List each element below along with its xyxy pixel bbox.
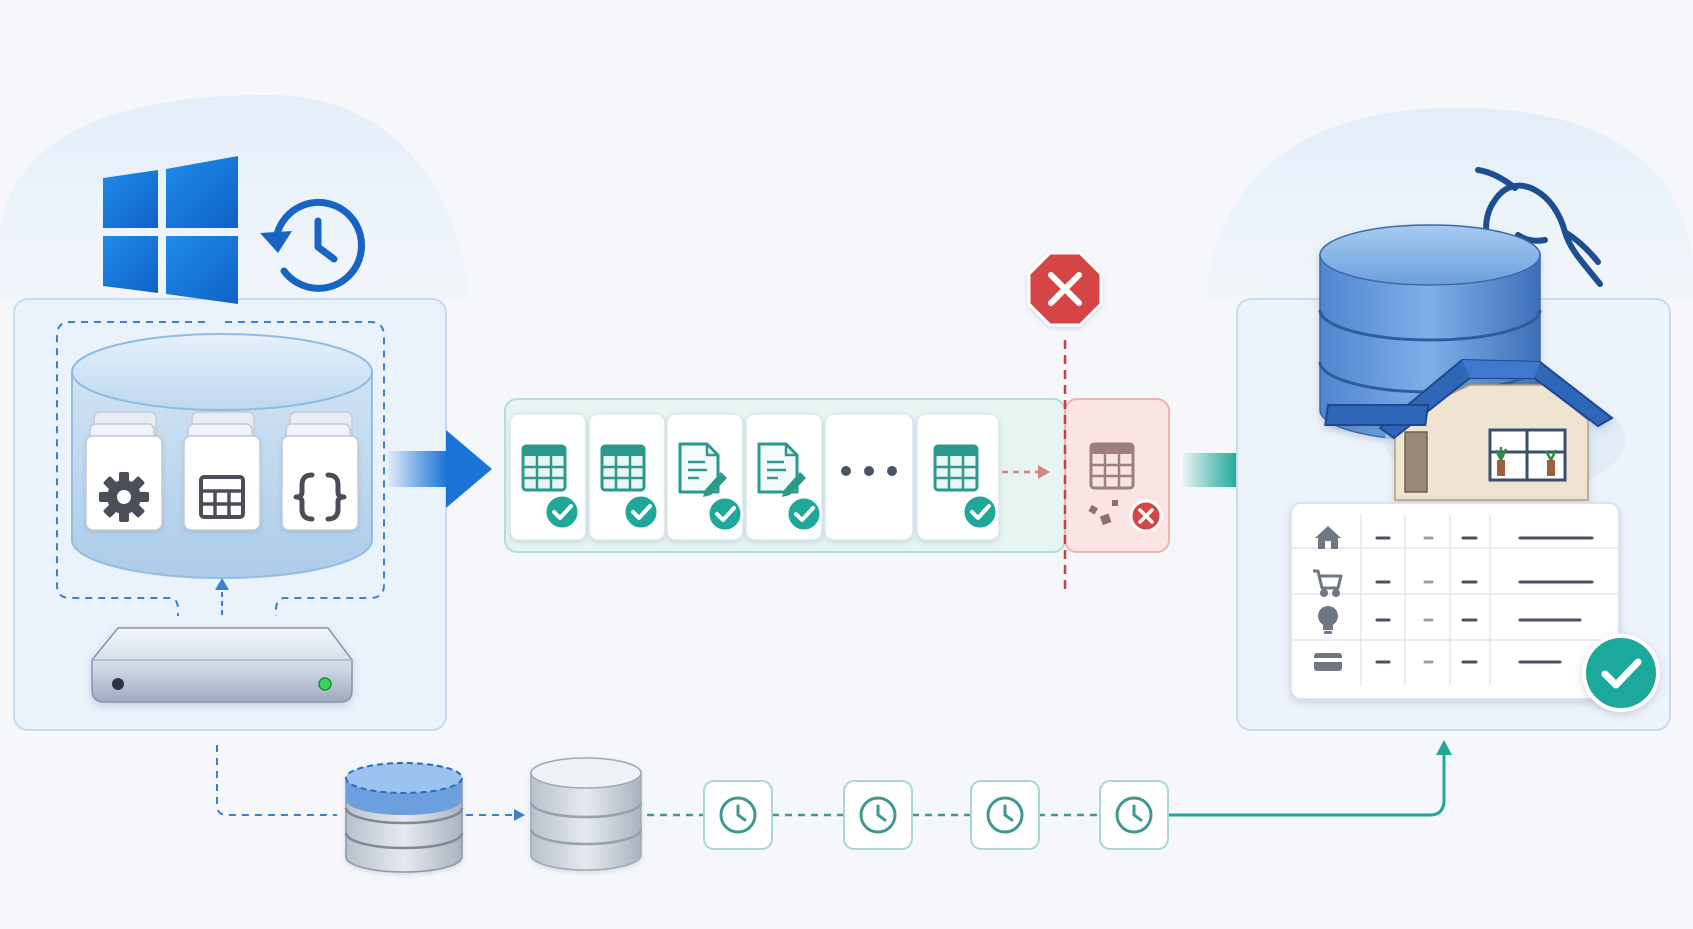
table-icon — [933, 444, 979, 492]
migration-arrow-blue — [388, 430, 492, 508]
pipeline-step — [666, 413, 744, 541]
failed-step — [1064, 398, 1170, 553]
database-stack-icon — [529, 757, 643, 871]
table-icon — [600, 444, 646, 492]
table-file-icon — [184, 412, 260, 530]
timeline-checkpoint — [843, 780, 913, 850]
pipeline-step — [916, 413, 1000, 541]
data-table-card — [1290, 502, 1620, 700]
checkmark-icon — [961, 493, 999, 531]
pipeline-step — [824, 413, 914, 541]
storage-dashed-outline — [56, 321, 205, 616]
checkmark-icon — [543, 493, 581, 531]
mysql-dolphin-icon — [1475, 167, 1603, 287]
data-table-values — [1375, 536, 1594, 664]
settings-file-icon — [86, 412, 162, 530]
pipeline-step — [509, 413, 587, 541]
windows-logo-icon — [103, 156, 238, 304]
table-icon — [1089, 442, 1135, 490]
house-icon — [1324, 358, 1614, 501]
hard-drive-icon — [91, 627, 353, 703]
error-badge-icon — [1129, 499, 1163, 533]
ellipsis-icon — [841, 466, 897, 476]
failure-arrow — [1002, 465, 1050, 479]
json-file-icon — [282, 412, 358, 530]
lightbulb-icon — [1318, 606, 1338, 634]
timeline-connector — [216, 740, 1452, 821]
broken-fragments — [1088, 500, 1118, 526]
checkmark-icon — [706, 495, 744, 533]
clock-history-icon — [260, 198, 366, 292]
credit-card-icon — [1314, 653, 1342, 671]
data-table-grid — [1291, 515, 1619, 685]
database-stack-icon — [344, 762, 464, 873]
table-icon — [521, 444, 567, 492]
timeline-checkpoint — [970, 780, 1040, 850]
timeline-checkpoint — [1099, 780, 1169, 850]
stop-sign-icon — [1027, 251, 1103, 590]
timeline-checkpoint — [703, 780, 773, 850]
checkmark-icon — [1582, 634, 1660, 712]
checkmark-icon — [622, 493, 660, 531]
house-icon — [1315, 526, 1341, 549]
pipeline-step — [745, 413, 823, 541]
pipeline-step — [588, 413, 666, 541]
upload-arrow-icon — [215, 578, 229, 615]
cart-icon — [1313, 569, 1343, 597]
checkmark-icon — [785, 495, 823, 533]
